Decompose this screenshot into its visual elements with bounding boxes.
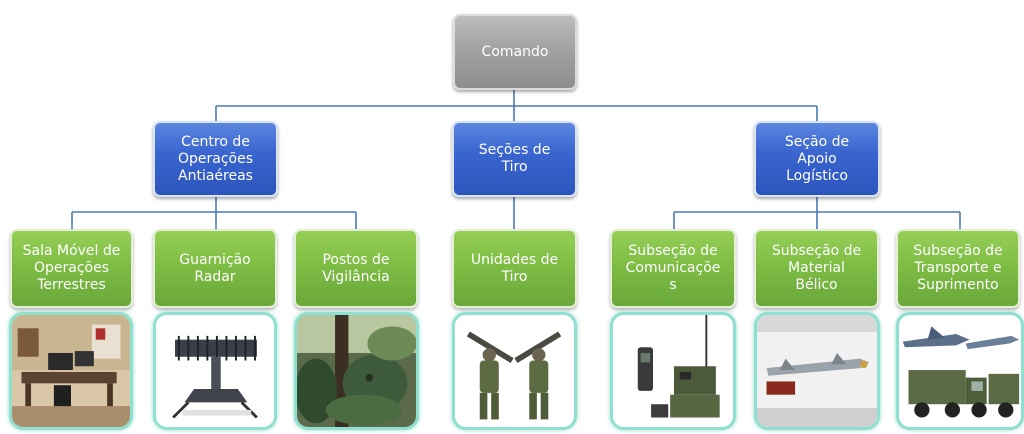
photo-radio-equipment bbox=[610, 312, 736, 430]
subsecao-material-belico-box[interactable]: Subseção de Material Bélico bbox=[754, 229, 879, 308]
subsecao-comunicacoes-box[interactable]: Subseção de Comunicaçõe s bbox=[610, 229, 736, 308]
secoes-tiro-box[interactable]: Seções de Tiro bbox=[452, 121, 577, 197]
comando-box[interactable]: Comando bbox=[453, 14, 577, 90]
photo-aircraft-and-trucks bbox=[896, 312, 1024, 430]
guarnicao-radar-box[interactable]: Guarnição Radar bbox=[153, 229, 277, 308]
subsecao-transporte-label: Subseção de Transporte e Suprimento bbox=[913, 243, 1003, 293]
photo-radar-array bbox=[153, 312, 277, 430]
postos-vigilancia-box[interactable]: Postos de Vigilância bbox=[294, 229, 418, 308]
photo-camouflaged-post bbox=[294, 312, 419, 430]
subsecao-material-belico-label: Subseção de Material Bélico bbox=[771, 243, 862, 293]
secoes-tiro-label: Seções de Tiro bbox=[478, 142, 551, 175]
subsecao-comunicacoes-label: Subseção de Comunicaçõe s bbox=[625, 243, 721, 293]
secao-apoio-label: Seção de Apoio Logístico bbox=[784, 133, 850, 184]
centro-operacoes-box[interactable]: Centro de Operações Antiaéreas bbox=[153, 121, 278, 197]
secao-apoio-box[interactable]: Seção de Apoio Logístico bbox=[754, 121, 880, 197]
photo-missile-soldiers bbox=[452, 312, 577, 430]
postos-vigilancia-label: Postos de Vigilância bbox=[322, 251, 390, 285]
comando-label: Comando bbox=[481, 43, 549, 60]
centro-operacoes-label: Centro de Operações Antiaéreas bbox=[177, 133, 254, 184]
guarnicao-radar-label: Guarnição Radar bbox=[179, 251, 251, 285]
photo-missile-ordnance bbox=[754, 312, 880, 430]
unidades-tiro-label: Unidades de Tiro bbox=[470, 251, 559, 285]
unidades-tiro-box[interactable]: Unidades de Tiro bbox=[452, 229, 577, 308]
sala-movel-label: Sala Móvel de Operações Terrestres bbox=[22, 243, 121, 293]
sala-movel-box[interactable]: Sala Móvel de Operações Terrestres bbox=[10, 229, 133, 308]
photo-mobile-operations-room bbox=[9, 312, 133, 430]
subsecao-transporte-box[interactable]: Subseção de Transporte e Suprimento bbox=[896, 229, 1020, 308]
